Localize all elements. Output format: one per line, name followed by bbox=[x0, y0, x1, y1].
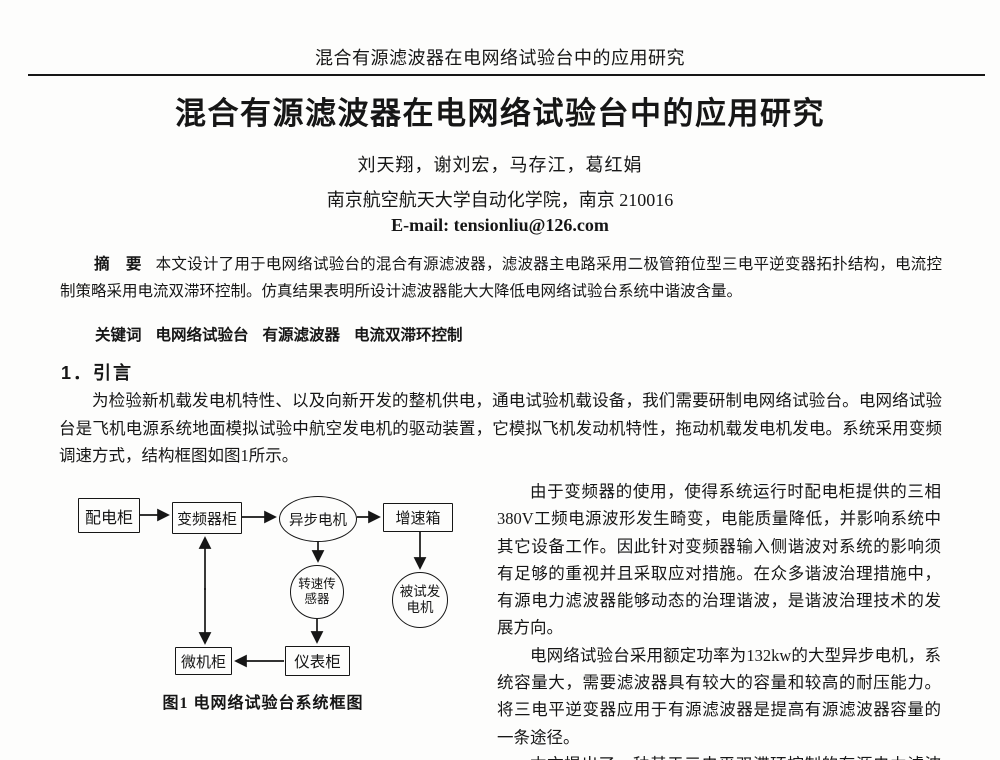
diagram-node-async-motor: 异步电机 bbox=[279, 496, 357, 542]
authors-line: 刘天翔，谢刘宏，马存江，葛红娟 bbox=[357, 155, 643, 175]
keywords-label: 关键词 bbox=[95, 327, 142, 344]
right-paragraph-3: 本文提出了一种基于三电平双滞环控制的有源电力滤波器控制方法，并针对电网络试验台谐… bbox=[497, 751, 941, 760]
right-paragraph-2: 电网络试验台采用额定功率为132kw的大型异步电机，系统容量大，需要滤波器具有较… bbox=[497, 645, 941, 747]
diagram-node-inverter-cabinet: 变频器柜 bbox=[172, 502, 242, 534]
figure-1-caption: 图1 电网络试验台系统框图 bbox=[162, 695, 364, 712]
header-rule bbox=[28, 74, 985, 76]
abstract-label: 摘 要 bbox=[94, 256, 148, 273]
abstract-paragraph: 摘 要本文设计了用于电网络试验台的混合有源滤波器，滤波器主电路采用二极管箝位型三… bbox=[60, 251, 942, 305]
diagram-node-tested-generator: 被试发电机 bbox=[392, 572, 448, 628]
section-1-heading: 1．引言 bbox=[61, 363, 134, 383]
right-paragraph-1: 由于变频器的使用，使得系统运行时配电柜提供的三相380V工频电源波形发生畸变，电… bbox=[497, 482, 941, 638]
email-line: E-mail: tensionliu@126.com bbox=[391, 215, 609, 235]
keywords-line: 关键词电网络试验台有源滤波器电流双滞环控制 bbox=[95, 323, 463, 345]
keyword-item: 电网络试验台 bbox=[155, 327, 249, 344]
intro-paragraph: 为检验新机载发电机特性、以及向新开发的整机供电，通电试验机载设备，我们需要研制电… bbox=[59, 391, 942, 465]
keyword-item: 有源滤波器 bbox=[262, 327, 341, 344]
paper-title: 混合有源滤波器在电网络试验台中的应用研究 bbox=[175, 96, 825, 131]
affiliation-line: 南京航空航天大学自动化学院，南京 210016 bbox=[326, 190, 674, 210]
right-column: 由于变频器的使用，使得系统运行时配电柜提供的三相380V工频电源波形发生畸变，电… bbox=[497, 478, 941, 760]
diagram-node-instrument-cabinet: 仪表柜 bbox=[285, 646, 350, 676]
running-head: 混合有源滤波器在电网络试验台中的应用研究 bbox=[315, 48, 685, 68]
keyword-item: 电流双滞环控制 bbox=[354, 327, 463, 344]
figure-1-diagram: 配电柜 变频器柜 异步电机 增速箱 转速传感器 被试发电机 微机柜 仪表柜 图1… bbox=[60, 480, 480, 720]
diagram-node-speed-sensor: 转速传感器 bbox=[290, 565, 344, 619]
diagram-arrows bbox=[140, 508, 427, 668]
diagram-node-power-cabinet: 配电柜 bbox=[78, 498, 140, 533]
diagram-node-computer-cabinet: 微机柜 bbox=[175, 647, 232, 675]
abstract-text: 本文设计了用于电网络试验台的混合有源滤波器，滤波器主电路采用二极管箝位型三电平逆… bbox=[60, 256, 942, 300]
diagram-node-gearbox: 增速箱 bbox=[383, 503, 453, 532]
